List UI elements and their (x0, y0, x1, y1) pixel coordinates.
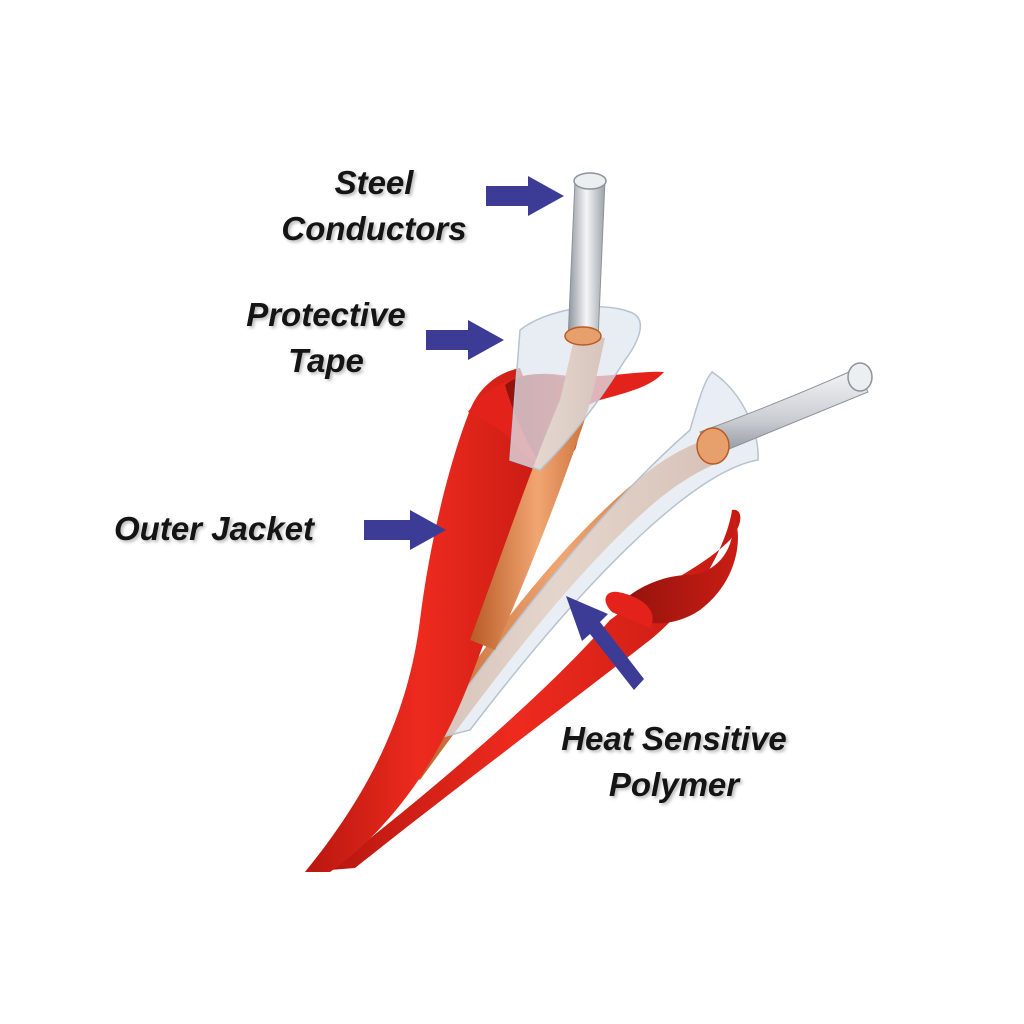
arrow-heat-sensitive-polymer (566, 596, 644, 690)
outer-jacket-right-half (330, 509, 741, 870)
label-polymer-line1: Heat Sensitive (561, 720, 787, 757)
protective-tape-right (428, 371, 759, 742)
outer-jacket-right-lip (612, 512, 738, 624)
arrow-up-left-icon (566, 596, 644, 690)
arrow-protective-tape (426, 320, 504, 360)
arrow-outer-jacket (364, 510, 446, 550)
label-outer-jacket: Outer Jacket (114, 506, 354, 552)
label-polymer-line2: Polymer (608, 766, 740, 803)
outer-jacket-left-half (305, 368, 560, 872)
label-protective-tape: Protective Tape (228, 292, 424, 384)
steel-conductor-right-tip (847, 362, 873, 392)
arrow-steel-conductors (486, 176, 564, 216)
arrow-right-icon (426, 320, 504, 360)
steel-conductor-left-tip (573, 172, 607, 190)
label-tape-line2: Tape (288, 342, 364, 379)
label-steel-conductors: Steel Conductors (268, 160, 480, 252)
label-steel-line2: Conductors (281, 210, 467, 247)
label-steel-line1: Steel (334, 164, 414, 201)
protective-tape-left (509, 306, 642, 471)
label-heat-sensitive-polymer: Heat Sensitive Polymer (540, 716, 808, 808)
arrow-right-icon (364, 510, 446, 550)
label-jacket-line1: Outer Jacket (114, 510, 314, 547)
arrow-right-icon (486, 176, 564, 216)
steel-conductor-left (567, 179, 606, 341)
label-tape-line1: Protective (246, 296, 406, 333)
